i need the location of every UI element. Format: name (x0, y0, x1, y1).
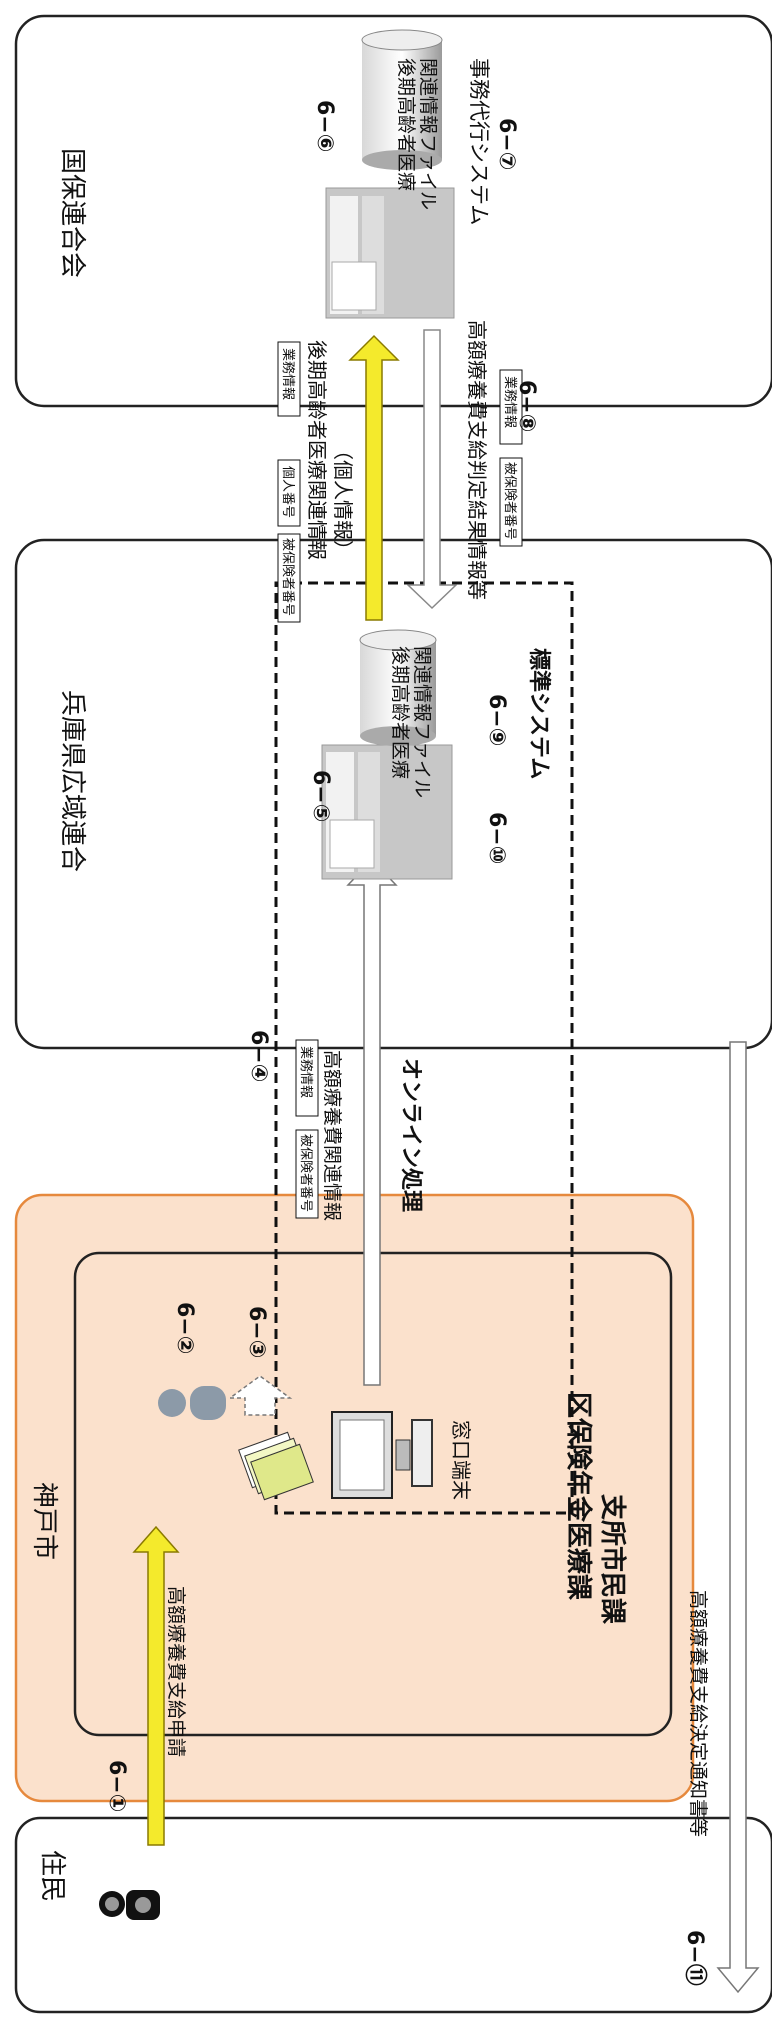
kokuho-server-icon (325, 187, 455, 319)
tag-kojin-bango: 個人番号 (280, 466, 295, 518)
tag-gyomu-online: 業務情報 (298, 1046, 314, 1098)
tag-gyomu-result: 業務情報 (502, 376, 518, 428)
kojin-info-label: （個人情報） (331, 440, 355, 560)
step-6-4: 6−④ (246, 1030, 271, 1082)
kouiki-database-icon (359, 629, 437, 746)
tag-group-online: 被保険者番号 業務情報 (295, 1039, 319, 1219)
kougaku-info-label: 高額療養費関連情報 (321, 1050, 343, 1221)
kokuho-db-label-line1: 後期高齢者医療 (395, 58, 417, 191)
application-label: 高額療養費支給申請 (165, 1586, 187, 1757)
step-6-6: 6−⑥ (312, 100, 337, 152)
notice-arrow (716, 1041, 760, 1994)
kokuho-db-label-line2: 関連情報ファイル (417, 58, 439, 210)
tag-hihoken-online: 被保険者番号 (298, 1134, 313, 1212)
kobe-title: 神戸市 (29, 1482, 59, 1560)
tag-gyomu-upper: 業務情報 (280, 348, 296, 400)
kouki-info-label: 後期高齢者医療関連情報 (305, 340, 329, 560)
online-label: オンライン処理 (398, 1058, 424, 1212)
application-arrow (132, 1525, 180, 1846)
department-line2: 支所市民課 (597, 1494, 628, 1625)
step-6-3: 6−③ (244, 1306, 269, 1358)
step-6-8: 6−⑧ (514, 380, 539, 432)
kouiki-server-icon (321, 744, 453, 880)
result-info-arrow (406, 329, 458, 610)
jumin-title: 住民 (37, 1850, 67, 1902)
kouiki-db-label-line2: 関連情報ファイル (411, 646, 433, 798)
madoguchi-terminal-icon (331, 1411, 433, 1499)
step-6-2: 6−② (172, 1302, 197, 1354)
resident-person-icon (99, 1890, 160, 1920)
step-6-10: 6−⑩ (484, 812, 509, 864)
hyojun-system-label: 標準システム (526, 648, 552, 779)
jimu-system-label: 事務代行システム (467, 58, 491, 225)
step-6-7: 6−⑦ (494, 118, 519, 170)
step-6-9: 6−⑨ (484, 694, 509, 746)
kouki-info-arrow (348, 334, 400, 621)
tag-hihoken-upper: 被保険者番号 (280, 538, 295, 616)
kouiki-db-label-line1: 後期高齢者医療 (389, 646, 411, 779)
kouiki-title: 兵庫県広域連合 (57, 690, 87, 872)
tag-hihoken-result: 被保険者番号 (502, 462, 517, 540)
department-line1: 区保険年金医療課 (563, 1392, 594, 1601)
tag-group-upper: 被保険者番号 個人番号 業務情報 (277, 341, 301, 623)
madoguchi-label: 窓口端末 (449, 1420, 473, 1500)
tag-group-result: 被保険者番号 業務情報 (499, 369, 523, 547)
kokuho-title: 国保連合会 (57, 148, 87, 278)
jumin-frame (14, 1816, 772, 2014)
person-to-terminal-arrow (227, 1375, 293, 1416)
document-stack-icon (238, 1431, 314, 1501)
step-6-1: 6−① (104, 1760, 129, 1812)
step-6-5: 6−⑤ (308, 770, 333, 822)
kokuho-database-icon (361, 29, 443, 170)
staff-person-icon (158, 1386, 226, 1420)
notice-label: 高額療養費支給決定通知書等 (687, 1590, 709, 1837)
result-info-label: 高額療養費支給判定結果情報等 (465, 320, 489, 600)
step-6-11: 6−⑪ (682, 1930, 708, 1986)
